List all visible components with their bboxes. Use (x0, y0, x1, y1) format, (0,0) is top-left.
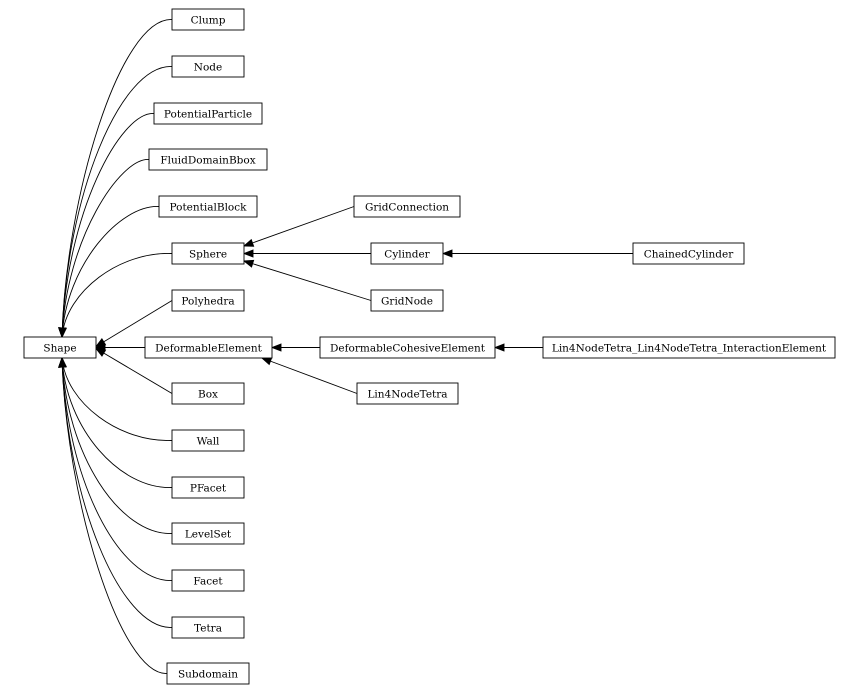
class-node-potentialblock[interactable]: PotentialBlock (158, 195, 258, 218)
edge-levelset-to-shape (61, 357, 173, 534)
class-node-lin4nodetetra_interaction[interactable]: Lin4NodeTetra_Lin4NodeTetra_InteractionE… (542, 336, 836, 359)
arrowhead-gridconnection-to-sphere (242, 238, 255, 247)
arrowhead-deformablecohesiveelement-to-deformableelement (270, 343, 282, 352)
arrowhead-chainedcylinder-to-cylinder (441, 249, 453, 258)
edge-clump-to-shape (61, 19, 173, 338)
class-node-lin4nodetetra[interactable]: Lin4NodeTetra (356, 382, 459, 405)
edge-potentialparticle-to-shape (61, 113, 155, 338)
edge-lin4nodetetra-to-deformableelement (261, 357, 358, 394)
arrowhead-subdomain-to-shape (58, 356, 67, 368)
class-node-box (144, 336, 273, 359)
class-node-subdomain[interactable]: Subdomain (166, 662, 250, 685)
arrowhead-sphere-to-shape (58, 327, 67, 339)
class-node-label: GridNode (381, 296, 433, 308)
edge-wall-to-shape (61, 357, 173, 441)
class-node-label: Facet (193, 576, 223, 588)
class-node-gridnode[interactable]: GridNode (370, 289, 444, 312)
class-node-box (370, 289, 444, 312)
class-node-gridconnection[interactable]: GridConnection (353, 195, 461, 218)
edge-pfacet-to-shape (61, 357, 173, 488)
class-node-label: DeformableElement (155, 343, 263, 355)
class-node-chainedcylinder[interactable]: ChainedCylinder (632, 242, 745, 265)
class-node-box (171, 242, 245, 265)
edge-fluiddomainbbox-to-shape (61, 159, 150, 338)
class-node-facet[interactable]: Facet (171, 569, 245, 592)
arrowhead-lin4nodetetra_interaction-to-deformablecohesiveelement (493, 343, 505, 352)
class-node-box (158, 195, 258, 218)
class-node-box (370, 242, 444, 265)
class-node-box (23, 336, 97, 359)
class-node-label: Clump (191, 15, 226, 27)
class-node-deformablecohesiveelement[interactable]: DeformableCohesiveElement (319, 336, 496, 359)
class-node-sphere[interactable]: Sphere (171, 242, 245, 265)
class-node-label: Sphere (189, 249, 227, 261)
class-node-box[interactable]: Box (171, 382, 245, 405)
class-node-deformableelement[interactable]: DeformableElement (144, 336, 273, 359)
class-node-box (171, 476, 245, 499)
class-node-label: Lin4NodeTetra (367, 389, 447, 401)
edge-gridconnection-to-sphere (243, 206, 355, 247)
class-node-potentialparticle[interactable]: PotentialParticle (153, 102, 263, 125)
edge-box-to-shape (95, 348, 173, 394)
class-node-box (171, 616, 245, 639)
class-node-box (171, 522, 245, 545)
class-node-label: PotentialBlock (170, 202, 248, 214)
arrowhead-gridnode-to-sphere (242, 259, 255, 268)
class-node-box (148, 148, 268, 171)
edge-facet-to-shape (61, 357, 173, 581)
arrowhead-cylinder-to-sphere (242, 249, 254, 258)
class-node-box (171, 429, 245, 452)
class-node-shape[interactable]: Shape (23, 336, 97, 359)
class-node-polyhedra[interactable]: Polyhedra (171, 289, 245, 312)
edges-layer (58, 19, 633, 674)
arrowhead-lin4nodetetra-to-deformableelement (260, 357, 273, 366)
class-node-box (153, 102, 263, 125)
class-node-box (171, 569, 245, 592)
class-node-label: Polyhedra (181, 296, 234, 308)
edge-polyhedra-to-shape (95, 300, 173, 347)
class-node-label: Box (198, 389, 218, 401)
class-node-box (171, 382, 245, 405)
class-node-fluiddomainbbox[interactable]: FluidDomainBbox (148, 148, 268, 171)
nodes-layer: Shape ClumpNodePotentialParticleFluidDoma… (23, 8, 836, 685)
class-node-label: Wall (197, 436, 220, 448)
class-node-label: Shape (43, 343, 76, 355)
class-node-label: FluidDomainBbox (160, 155, 255, 167)
edge-potentialblock-to-shape (61, 206, 160, 338)
class-node-levelset[interactable]: LevelSet (171, 522, 245, 545)
class-node-box (319, 336, 496, 359)
class-node-pfacet[interactable]: PFacet (171, 476, 245, 499)
class-node-label: GridConnection (365, 202, 449, 214)
class-node-label: Tetra (194, 623, 222, 635)
class-node-wall[interactable]: Wall (171, 429, 245, 452)
edge-sphere-to-shape (61, 253, 173, 338)
class-node-label: Cylinder (384, 249, 430, 261)
class-node-label: Lin4NodeTetra_Lin4NodeTetra_InteractionE… (552, 343, 827, 355)
class-node-label: DeformableCohesiveElement (330, 343, 486, 355)
class-node-box (171, 289, 245, 312)
class-node-box (166, 662, 250, 685)
class-node-tetra[interactable]: Tetra (171, 616, 245, 639)
class-node-label: Node (194, 62, 222, 74)
edge-node-to-shape (61, 66, 173, 338)
class-node-label: PotentialParticle (164, 109, 252, 121)
class-node-box (542, 336, 836, 359)
class-node-node[interactable]: Node (171, 55, 245, 78)
edge-gridnode-to-sphere (243, 260, 372, 301)
arrowhead-box-to-shape (94, 347, 107, 357)
class-node-label: PFacet (190, 483, 227, 495)
edge-subdomain-to-shape (61, 357, 168, 674)
class-node-label: LevelSet (185, 529, 232, 541)
class-node-label: ChainedCylinder (644, 249, 734, 261)
class-node-box (632, 242, 745, 265)
class-node-box (171, 55, 245, 78)
class-node-box (356, 382, 459, 405)
class-node-box (171, 8, 245, 31)
class-node-clump[interactable]: Clump (171, 8, 245, 31)
class-node-box (353, 195, 461, 218)
class-node-label: Subdomain (178, 669, 238, 681)
class-node-cylinder[interactable]: Cylinder (370, 242, 444, 265)
